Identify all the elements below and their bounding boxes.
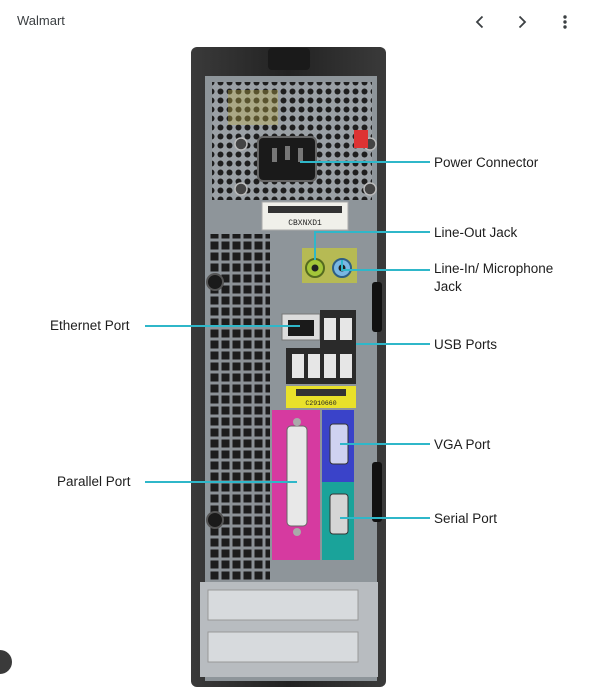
case-screw xyxy=(206,511,224,529)
label-vga-port: VGA Port xyxy=(434,437,491,452)
label-power-connector: Power Connector xyxy=(434,155,539,170)
next-image-button[interactable] xyxy=(508,8,536,36)
previous-image-button[interactable] xyxy=(466,8,494,36)
more-vert-icon xyxy=(563,15,567,29)
label-usb-ports: USB Ports xyxy=(434,337,498,352)
pc-rear-panel-illustration: CBXNXD1 C2910660 xyxy=(145,47,430,687)
label-line-out-jack: Line-Out Jack xyxy=(434,225,518,240)
label-serial-port: Serial Port xyxy=(434,511,498,526)
case-handle xyxy=(268,48,310,70)
case-screw xyxy=(206,273,224,291)
voltage-switch xyxy=(354,130,368,148)
pc-rear-panel-figure: CBXNXD1 C2910660 xyxy=(0,42,597,690)
yellow-sticker-text: C2910660 xyxy=(305,400,336,407)
label-line-in-jack: Line-In/ Microphone Jack xyxy=(434,261,554,294)
viewer-top-bar: Walmart xyxy=(0,0,597,42)
image-source-label[interactable]: Walmart xyxy=(17,13,65,28)
label-parallel-port: Parallel Port xyxy=(57,474,131,489)
more-options-button[interactable] xyxy=(551,8,579,36)
parallel-port xyxy=(286,425,308,527)
chevron-right-icon xyxy=(518,15,527,29)
leader-line-out xyxy=(314,231,430,260)
serial-port xyxy=(329,493,349,535)
label-ethernet-port: Ethernet Port xyxy=(50,318,130,333)
serial-sticker-text: CBXNXD1 xyxy=(288,219,322,228)
chevron-left-icon xyxy=(475,15,484,29)
corner-control-button[interactable] xyxy=(0,650,12,674)
leader-lines xyxy=(145,161,430,519)
leader-line-in xyxy=(341,260,430,271)
